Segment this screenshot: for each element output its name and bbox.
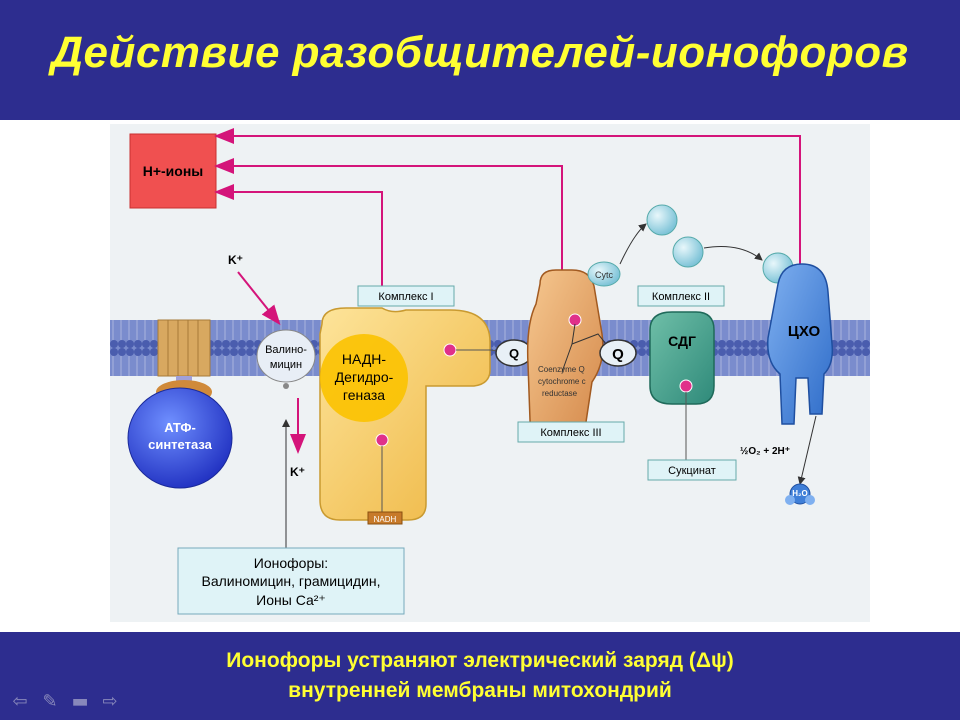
o2-reaction-label: ½O₂ + 2H⁺ bbox=[740, 446, 790, 457]
ionophores-label-3: Ионы Са²⁺ bbox=[256, 592, 326, 608]
complex2-label-box bbox=[637, 285, 725, 307]
q2-label: Q bbox=[612, 346, 624, 363]
h-arrow-complex3 bbox=[214, 158, 563, 272]
succinate-box bbox=[647, 459, 737, 481]
slide-nav: ⇦ ✎ ▬ ⇨ bbox=[8, 690, 122, 712]
k-ion-in-arrow bbox=[237, 271, 281, 326]
cytc-ball-2 bbox=[672, 236, 704, 268]
ionophore-diagram: Н+-ионы K⁺ K⁺ АТФ- синтетаза Валино- миц… bbox=[110, 124, 870, 622]
title-bar: Действие разобщителей-ионофоров bbox=[0, 0, 960, 120]
next-slide-icon[interactable]: ⇨ bbox=[102, 690, 118, 712]
ionophores-box bbox=[177, 547, 405, 615]
atp-synthase-label-1: АТФ- bbox=[164, 420, 196, 435]
h2o-label: H₂O bbox=[792, 489, 808, 498]
valinomycin-label-1: Валино- bbox=[265, 344, 307, 356]
h-arrow-cho bbox=[214, 128, 801, 264]
coenzyme-label-3: reductase bbox=[542, 389, 578, 398]
cytc-arrow-2 bbox=[703, 246, 763, 261]
nadh-label-2: Дегидро- bbox=[335, 369, 394, 385]
footer-line-1: Ионофоры устраняют электрический заряд (… bbox=[226, 649, 734, 672]
q2-node bbox=[599, 339, 637, 367]
cytc-label: Cytc bbox=[595, 270, 614, 280]
ionophores-label-2: Валиномицин, грамицидин, bbox=[202, 573, 381, 589]
cytc-arrow-1 bbox=[619, 223, 647, 265]
cho-complex: ЦХО bbox=[767, 263, 834, 485]
k-ion-top-label: K⁺ bbox=[228, 253, 243, 267]
valinomycin-label-2: мицин bbox=[270, 359, 302, 371]
previous-slide-icon[interactable]: ⇦ bbox=[12, 690, 28, 712]
footer-caption: Ионофоры устраняют электрический заряд (… bbox=[0, 646, 960, 706]
complex3-label: Комплекс III bbox=[540, 427, 601, 439]
k-ion-bottom-label: K⁺ bbox=[290, 465, 305, 479]
menu-icon[interactable]: ▬ bbox=[71, 690, 89, 712]
complex3-label-box bbox=[517, 421, 625, 443]
cytc-node bbox=[587, 261, 621, 287]
diagram-canvas: Н+-ионы K⁺ K⁺ АТФ- синтетаза Валино- миц… bbox=[110, 124, 870, 622]
ionophores-label-1: Ионофоры: bbox=[254, 555, 328, 571]
succinate-label: Сукцинат bbox=[668, 465, 716, 477]
slide-title: Действие разобщителей-ионофоров bbox=[51, 28, 909, 77]
complex1-label-box bbox=[357, 285, 455, 307]
atp-synthase-label-2: синтетаза bbox=[148, 437, 213, 452]
complex1: НАДН- Дегидро- геназа NADH bbox=[319, 307, 491, 525]
footer-line-2: внутренней мембраны митохондрий bbox=[288, 679, 672, 702]
sdg-label: СДГ bbox=[668, 333, 696, 349]
pen-icon[interactable]: ✎ bbox=[42, 690, 58, 712]
h-ions-label: Н+-ионы bbox=[143, 163, 204, 179]
h-arrow-complex1 bbox=[214, 184, 383, 292]
h2o-molecule: H₂O bbox=[785, 483, 815, 505]
atp-synthase: АТФ- синтетаза bbox=[127, 319, 233, 489]
footer-bar bbox=[0, 632, 960, 720]
coenzyme-label-1: Coenzyme Q bbox=[538, 365, 585, 374]
q1-label: Q bbox=[509, 346, 519, 361]
complex2: СДГ bbox=[649, 311, 715, 460]
complex2-label: Комплекс II bbox=[652, 291, 710, 303]
cytc-ball-1 bbox=[646, 204, 678, 236]
nadh-small-label: NADH bbox=[374, 515, 397, 524]
nadh-label-3: геназа bbox=[343, 387, 385, 403]
cho-label: ЦХО bbox=[788, 323, 821, 340]
complex1-label: Комплекс I bbox=[378, 291, 433, 303]
valinomycin: Валино- мицин bbox=[256, 329, 316, 389]
nadh-label-1: НАДН- bbox=[342, 351, 387, 367]
coenzyme-label-2: cytochrome c bbox=[538, 377, 586, 386]
complex3: Coenzyme Q cytochrome c reductase bbox=[526, 269, 615, 437]
